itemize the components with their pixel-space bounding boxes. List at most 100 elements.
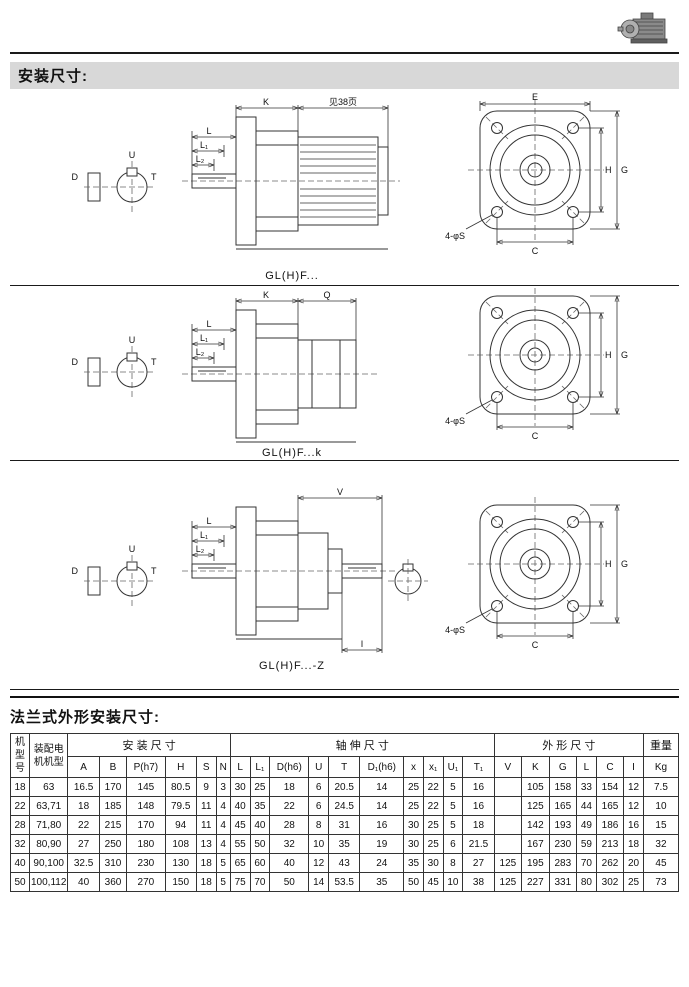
value-cell: 165 [595,796,625,816]
column-header: G [548,756,578,778]
dim-l: L [206,319,211,329]
front-view: H G C 4-φS [445,497,628,650]
value-cell: 18 [269,777,310,797]
drawing-section-3: U T D V [10,461,679,690]
value-cell: 49 [576,815,597,835]
holes-note: 4-φS [445,625,465,635]
motor-cell: 63 [28,777,69,797]
value-cell: 73 [642,872,680,892]
value-cell: 230 [126,853,166,873]
value-cell: 45 [642,853,680,873]
value-cell: 108 [164,834,197,854]
value-cell: 80.5 [164,777,197,797]
column-header: T₁ [462,756,495,778]
dim-q: Q [323,290,330,300]
value-cell: 38 [462,872,495,892]
drawing-section-1: U T D K 见 [10,89,679,286]
value-cell: 70 [576,853,597,873]
dim-l1: L₁ [200,530,208,540]
value-cell: 18 [623,834,644,854]
value-cell: 283 [548,853,578,873]
column-header: L [576,756,597,778]
value-cell: 167 [521,834,550,854]
value-cell: 28 [269,815,310,835]
value-cell: 16 [462,777,495,797]
dim-e: E [532,92,538,102]
dim-g: G [621,350,628,360]
value-cell: 4 [215,834,231,854]
dim-l1: L₁ [200,140,208,150]
motor-cell: 90,100 [28,853,69,873]
value-cell: 25 [422,834,444,854]
value-cell: 148 [126,796,166,816]
group-header-row: 机型号 装配电机机型 安 装 尺 寸 轴 伸 尺 寸 外 形 尺 寸 重量 [10,732,680,778]
value-cell: 53.5 [328,872,361,892]
value-cell: 16.5 [67,777,100,797]
motor-cell: 80,90 [28,834,69,854]
value-cell: 3 [215,777,231,797]
value-cell: 180 [126,834,166,854]
value-cell: 8 [442,853,464,873]
value-cell: 35 [403,853,424,873]
value-cell: 25 [422,815,444,835]
value-cell: 55 [229,834,251,854]
column-header: I [623,756,644,778]
value-cell: 27 [67,834,100,854]
dim-h: H [605,559,612,569]
column-header: L [229,756,251,778]
front-view: E H G C 4-φS [445,92,628,256]
value-cell: 50 [269,872,310,892]
value-cell: 35 [328,834,361,854]
value-cell: 12 [623,777,644,797]
column-header: x [403,756,424,778]
side-view: V I L L₁ L₂ GL(H)F...-Z [182,487,397,672]
page-header [10,6,679,54]
value-cell: 195 [521,853,550,873]
motor-photo [617,12,668,44]
dim-l: L [206,126,211,136]
motor-cell: 63,71 [28,796,69,816]
value-cell: 27 [462,853,495,873]
value-cell: 59 [576,834,597,854]
value-cell: 12 [308,853,330,873]
value-cell: 10 [642,796,680,816]
value-cell: 30 [403,834,424,854]
value-cell: 270 [126,872,166,892]
value-cell: 22 [422,796,444,816]
value-cell: 24 [359,853,405,873]
value-cell: 331 [548,872,578,892]
dim-c: C [532,431,539,441]
value-cell: 6 [308,777,330,797]
column-header: U [308,756,330,778]
detail-label-d: D [72,172,79,182]
value-cell: 14 [359,777,405,797]
shaft-detail: U T D [72,150,157,213]
value-cell: 130 [164,853,197,873]
detail-label-d: D [72,566,79,576]
value-cell: 215 [98,815,128,835]
dim-g: G [621,165,628,175]
value-cell: 13 [195,834,217,854]
value-cell: 14 [308,872,330,892]
dim-k: K [263,97,269,107]
detail-label-d: D [72,357,79,367]
outline-group-header: 外 形 尺 寸 [493,732,644,758]
value-cell: 40 [229,796,251,816]
column-header: P(h7) [126,756,166,778]
value-cell: 18 [195,872,217,892]
model-cell: 40 [10,853,30,873]
value-cell: 360 [98,872,128,892]
caption: GL(H)F...-Z [259,660,325,672]
value-cell: 158 [548,777,578,797]
value-cell: 4 [215,815,231,835]
value-cell: 22 [422,777,444,797]
value-cell [493,796,523,816]
value-cell: 20 [623,853,644,873]
detail-label-u: U [129,150,136,160]
value-cell: 170 [126,815,166,835]
column-header: T [328,756,361,778]
